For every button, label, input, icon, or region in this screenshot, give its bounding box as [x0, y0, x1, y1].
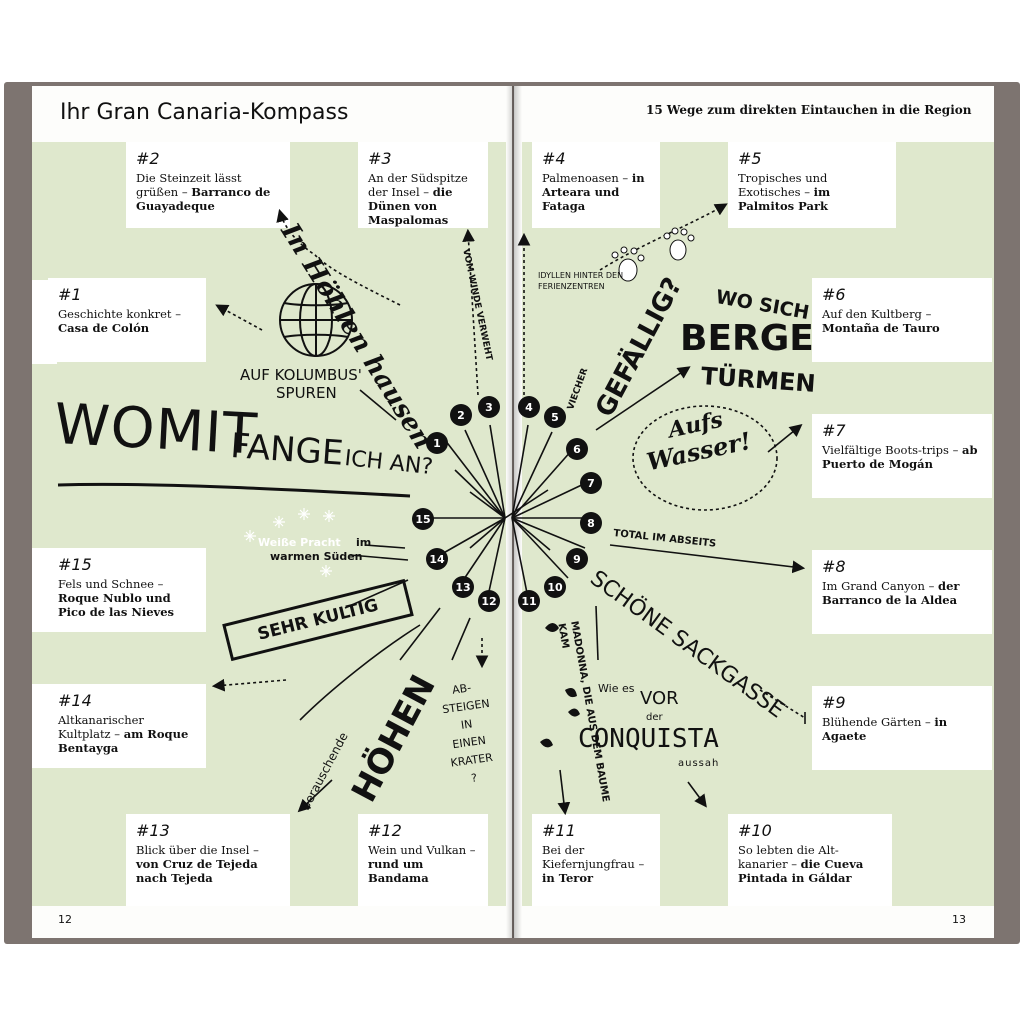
pin-1: 1 [426, 432, 448, 454]
pin-2: 2 [450, 404, 472, 426]
page-title-left: Ihr Gran Canaria-Kompass [60, 100, 349, 125]
pin-15: 15 [412, 508, 434, 530]
entry-highlight: in Agaete [822, 715, 948, 743]
entry-box-12: #12 Wein und Vulkan – rund um Bandama [358, 814, 488, 906]
entry-number: #1 [58, 285, 82, 304]
entry-highlight: von Cruz de Tejeda nach Tejeda [136, 857, 258, 885]
entry-text: Wein und Vulkan – [368, 843, 476, 857]
page-number-left: 12 [58, 913, 72, 926]
page-title-right: 15 Wege zum direkten Eintauchen in die R… [646, 103, 972, 117]
pin-10: 10 [544, 576, 566, 598]
entry-number: #4 [542, 149, 566, 168]
entry-highlight: Casa de Colón [58, 321, 150, 335]
pin-5: 5 [544, 406, 566, 428]
entry-number: #3 [368, 149, 392, 168]
entry-highlight: in Arteara und Fataga [542, 171, 645, 213]
entry-number: #11 [542, 821, 576, 840]
entry-box-5: #5 Tropisches und Exotisches – im Palmit… [728, 142, 896, 228]
entry-text: Geschichte konkret – [58, 307, 181, 321]
pin-13: 13 [452, 576, 474, 598]
entry-number: #9 [822, 693, 846, 712]
entry-highlight: Roque Nublo und Pico de las Nieves [58, 591, 175, 619]
entry-box-11: #11 Bei der Kiefernjungfrau – in Teror [532, 814, 660, 906]
entry-text: Blühende Gärten – [822, 715, 935, 729]
entry-highlight: rund um Bandama [368, 857, 429, 885]
entry-number: #6 [822, 285, 846, 304]
art-fange: FANGE [229, 426, 345, 474]
entry-text: Vielfältige Boots-trips – [822, 443, 963, 457]
entry-highlight: in Teror [542, 871, 594, 885]
entry-highlight: im Palmitos Park [738, 185, 831, 213]
art-spuren: SPUREN [276, 384, 337, 402]
art-weisse: Weiße Pracht [258, 536, 341, 549]
entry-box-14: #14 Altkanarischer Kultplatz – am Roque … [48, 684, 206, 768]
page-number-right: 13 [952, 913, 966, 926]
entry-text: Im Grand Canyon – [822, 579, 939, 593]
entry-highlight: ab Puerto de Mogán [822, 443, 978, 471]
entry-text: An der Südspitze der Insel – [368, 171, 468, 199]
entry-text: Bei der Kiefernjungfrau – [542, 843, 645, 871]
pin-14: 14 [426, 548, 448, 570]
entry-highlight: am Roque Bentayga [58, 727, 189, 755]
entry-box-13: #13 Blick über die Insel – von Cruz de T… [126, 814, 290, 906]
art-berge: BERGE [680, 318, 814, 359]
pin-11: 11 [518, 590, 540, 612]
art-wie-es: Wie es [598, 682, 635, 695]
book-gutter [506, 86, 522, 938]
entry-text: Altkanarischer Kultplatz – [58, 713, 144, 741]
entry-highlight: der Barranco de la Aldea [822, 579, 960, 607]
art-warmen: warmen Süden [270, 550, 363, 563]
pin-3: 3 [478, 396, 500, 418]
entry-number: #12 [368, 821, 402, 840]
left-green-panel [32, 142, 506, 906]
entry-box-4: #4 Palmenoasen – in Arteara und Fataga [532, 142, 660, 228]
pin-7: 7 [580, 472, 602, 494]
pin-8: 8 [580, 512, 602, 534]
entry-highlight: Barranco de Guayadeque [136, 185, 271, 213]
entry-box-1: #1 Geschichte konkret – Casa de Colón [48, 278, 206, 362]
entry-box-15: #15 Fels und Schnee – Roque Nublo und Pi… [48, 548, 206, 632]
entry-highlight: die Cueva Pintada in Gáldar [738, 857, 864, 885]
entry-box-6: #6 Auf den Kultberg – Montaña de Tauro [812, 278, 992, 362]
entry-text: Palmenoasen – [542, 171, 632, 185]
entry-box-8: #8 Im Grand Canyon – der Barranco de la … [812, 550, 992, 634]
entry-number: #10 [738, 821, 772, 840]
art-aussah: aussah [678, 758, 720, 769]
entry-box-3: #3 An der Südspitze der Insel – die Düne… [358, 142, 488, 228]
pin-9: 9 [566, 548, 588, 570]
art-im: im [356, 536, 372, 549]
entry-text: Blick über die Insel – [136, 843, 259, 857]
pin-12: 12 [478, 590, 500, 612]
entry-number: #2 [136, 149, 160, 168]
entry-number: #7 [822, 421, 846, 440]
art-kolumbus: AUF KOLUMBUS' [240, 366, 362, 384]
entry-text: So lebten die Alt-kanarier – [738, 843, 839, 871]
pin-4: 4 [518, 396, 540, 418]
pin-6: 6 [566, 438, 588, 460]
entry-number: #14 [58, 691, 92, 710]
entry-number: #15 [58, 555, 92, 574]
art-idyllen: IDYLLEN HINTER DEN FERIENZENTREN [538, 271, 624, 291]
art-der: der [646, 712, 663, 723]
entry-text: Auf den Kultberg – [822, 307, 932, 321]
art-vor: VOR [640, 688, 679, 709]
entry-number: #13 [136, 821, 170, 840]
entry-number: #8 [822, 557, 846, 576]
entry-box-2: #2 Die Steinzeit lässt grüßen – Barranco… [126, 142, 290, 228]
entry-number: #5 [738, 149, 762, 168]
entry-text: Die Steinzeit lässt grüßen – [136, 171, 242, 199]
art-womit: WOMIT [52, 392, 260, 468]
art-conquista: CONQUISTA [578, 724, 719, 754]
entry-highlight: Montaña de Tauro [822, 321, 940, 335]
entry-text: Fels und Schnee – [58, 577, 164, 591]
entry-box-9: #9 Blühende Gärten – in Agaete [812, 686, 992, 770]
entry-text: Tropisches und Exotisches – [738, 171, 828, 199]
entry-box-7: #7 Vielfältige Boots-trips – ab Puerto d… [812, 414, 992, 498]
entry-box-10: #10 So lebten die Alt-kanarier – die Cue… [728, 814, 892, 906]
